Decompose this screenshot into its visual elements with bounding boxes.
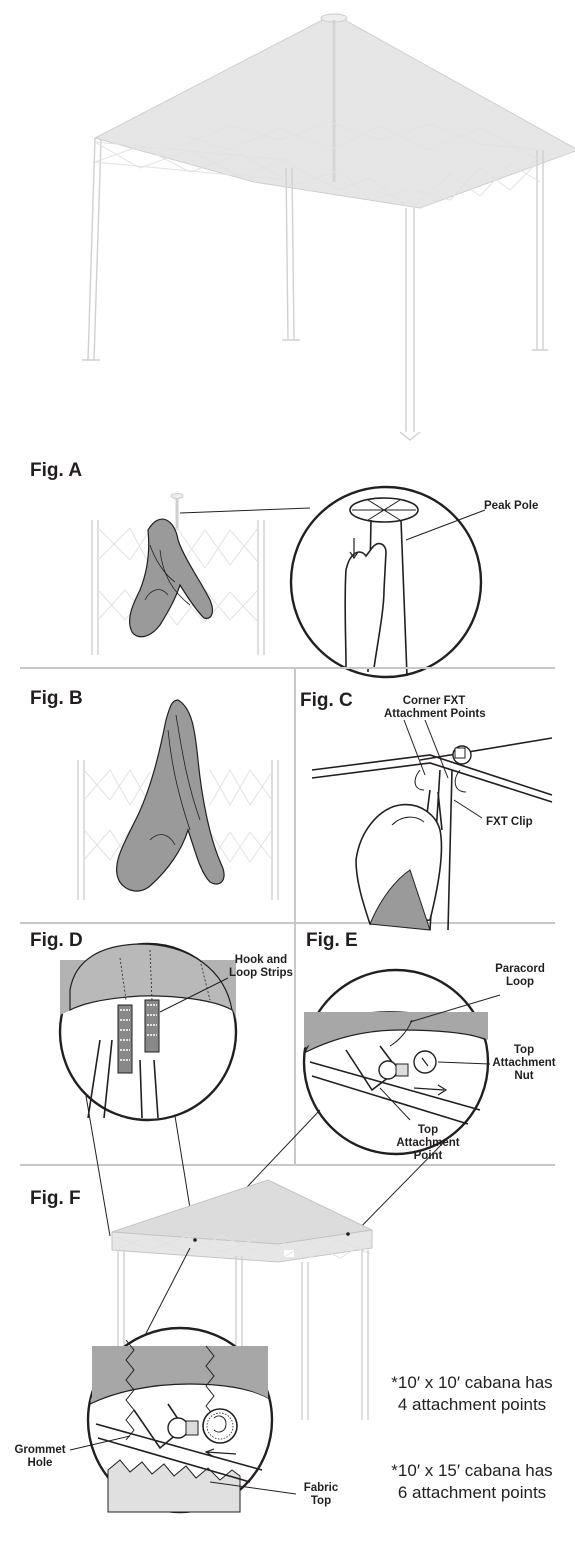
callout-top-attachment-nut: Top Attachment Nut	[484, 1044, 564, 1083]
callout-fabric-top: Fabric Top	[296, 1482, 346, 1508]
callout-top-attachment-point: Top Attachment Point	[388, 1124, 468, 1163]
callout-corner-fxt-attachment-points: Corner FXT Attachment Points	[384, 695, 484, 721]
callout-paracord-loop: Paracord Loop	[490, 963, 550, 989]
fig-b-illustration	[78, 700, 278, 900]
callout-point-line3: Point	[388, 1150, 468, 1163]
fig-e-title: Fig. E	[306, 930, 358, 952]
fig-f-illustration	[70, 1328, 296, 1512]
note-10x15-line2: 6 attachment points	[372, 1482, 572, 1504]
note-10x15: *10′ x 15′ cabana has 6 attachment point…	[372, 1460, 572, 1504]
note-10x10-line2: 4 attachment points	[372, 1394, 572, 1416]
callout-grommet-line2: Hole	[10, 1457, 70, 1470]
fig-c-title: Fig. C	[300, 690, 353, 712]
note-10x10: *10′ x 10′ cabana has 4 attachment point…	[372, 1372, 572, 1416]
callout-fabric-line1: Fabric	[296, 1482, 346, 1495]
fig-d-title: Fig. D	[30, 930, 83, 952]
callout-corner-fxt-line2: Attachment Points	[384, 708, 484, 721]
callout-nut-line2: Attachment	[484, 1057, 564, 1070]
fig-a-title: Fig. A	[30, 460, 82, 482]
callout-grommet-line1: Grommet	[10, 1444, 70, 1457]
callout-paracord-line1: Paracord	[490, 963, 550, 976]
callout-hook-and-loop-strips: Hook and Loop Strips	[226, 954, 296, 980]
callout-fxt-clip: FXT Clip	[486, 816, 533, 829]
callout-paracord-line2: Loop	[490, 976, 550, 989]
callout-fabric-line2: Top	[296, 1495, 346, 1508]
callout-nut-line1: Top	[484, 1044, 564, 1057]
fig-b-title: Fig. B	[30, 688, 83, 710]
callout-grommet-hole: Grommet Hole	[10, 1444, 70, 1470]
callout-nut-line3: Nut	[484, 1070, 564, 1083]
fig-a-illustration	[92, 487, 485, 677]
canopy-frame-overview	[82, 14, 575, 440]
note-10x15-line1: *10′ x 15′ cabana has	[372, 1460, 572, 1482]
callout-hook-line1: Hook and	[226, 954, 296, 967]
callout-hook-line2: Loop Strips	[226, 967, 296, 980]
callout-corner-fxt-line1: Corner FXT	[384, 695, 484, 708]
callout-peak-pole: Peak Pole	[484, 500, 538, 513]
note-10x10-line1: *10′ x 10′ cabana has	[372, 1372, 572, 1394]
callout-point-line2: Attachment	[388, 1137, 468, 1150]
callout-point-line1: Top	[388, 1124, 468, 1137]
fig-f-title: Fig. F	[30, 1188, 81, 1210]
